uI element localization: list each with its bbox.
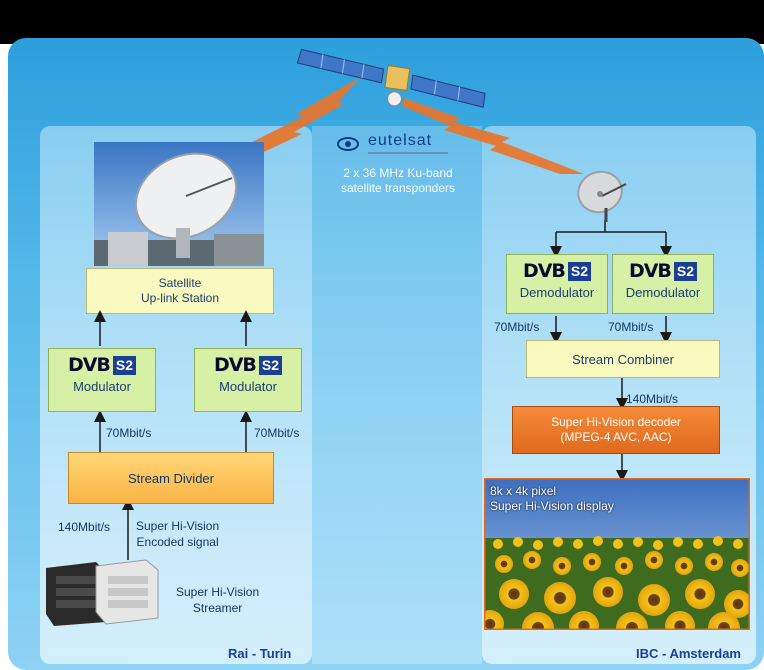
demodulator-label: Demodulator xyxy=(519,285,595,300)
encoded-line-1: Super Hi-Vision xyxy=(136,519,220,533)
rate-label-140: 140Mbit/s xyxy=(58,520,111,534)
stream-divider-box: Stream Divider xyxy=(68,452,274,504)
downlink-beam-icon xyxy=(402,98,584,174)
decoder-box: Super Hi-Vision decoder (MPEG-4 AVC, AAC… xyxy=(512,406,720,454)
turin-location-label: Rai - Turin xyxy=(228,646,292,661)
top-black-bar xyxy=(0,0,764,44)
uplink-station-box: Satellite Up-link Station xyxy=(86,268,274,314)
encoded-line-2: Encoded signal xyxy=(136,535,219,549)
amsterdam-location-label: IBC - Amsterdam xyxy=(636,646,741,661)
modulator-label: Modulator xyxy=(73,379,131,394)
receiver-dish-icon xyxy=(577,170,627,222)
streamer-server-icon xyxy=(46,559,159,626)
streamer-label: Super Hi-Vision Streamer xyxy=(176,584,259,616)
uplink-line-2: Up-link Station xyxy=(140,291,220,305)
eutelsat-underline xyxy=(368,152,448,154)
sunflower-display-photo xyxy=(484,478,750,630)
satellite-icon xyxy=(296,48,486,108)
display-line-2: Super Hi-Vision display xyxy=(490,499,614,513)
display-label: 8k x 4k pixel Super Hi-Vision display xyxy=(490,484,614,514)
rate-label-mod-2: 70Mbit/s xyxy=(254,426,300,440)
rate-label-demod-1: 70Mbit/s xyxy=(494,320,540,334)
eutelsat-name: eutelsat xyxy=(368,132,433,149)
decoder-line-1: Super Hi-Vision decoder xyxy=(551,415,681,429)
encoded-signal-label: Super Hi-Vision Encoded signal xyxy=(136,518,219,550)
uplink-beam-icon xyxy=(200,78,360,176)
streamer-line-2: Streamer xyxy=(192,601,243,615)
transponder-label: 2 x 36 MHz Ku-band satellite transponder… xyxy=(316,166,480,196)
stream-combiner-box: Stream Combiner xyxy=(526,340,720,378)
eutelsat-logo-icon xyxy=(337,137,359,151)
decoder-line-2: (MPEG-4 AVC, AAC) xyxy=(560,430,672,444)
transponder-line-2: satellite transponders xyxy=(340,181,456,195)
rate-label-mod-1: 70Mbit/s xyxy=(106,426,152,440)
transponder-line-1: 2 x 36 MHz Ku-band xyxy=(343,166,453,180)
streamer-line-1: Super Hi-Vision xyxy=(176,585,260,599)
uplink-line-1: Satellite xyxy=(158,276,202,290)
uplink-dish-photo xyxy=(94,142,264,266)
rate-label-demod-2: 70Mbit/s xyxy=(608,320,654,334)
display-line-1: 8k x 4k pixel xyxy=(490,484,557,498)
center-band xyxy=(312,126,482,664)
demodulator-label: Demodulator xyxy=(625,285,701,300)
rate-label-combined: 140Mbit/s xyxy=(626,392,679,406)
modulator-label: Modulator xyxy=(219,379,277,394)
